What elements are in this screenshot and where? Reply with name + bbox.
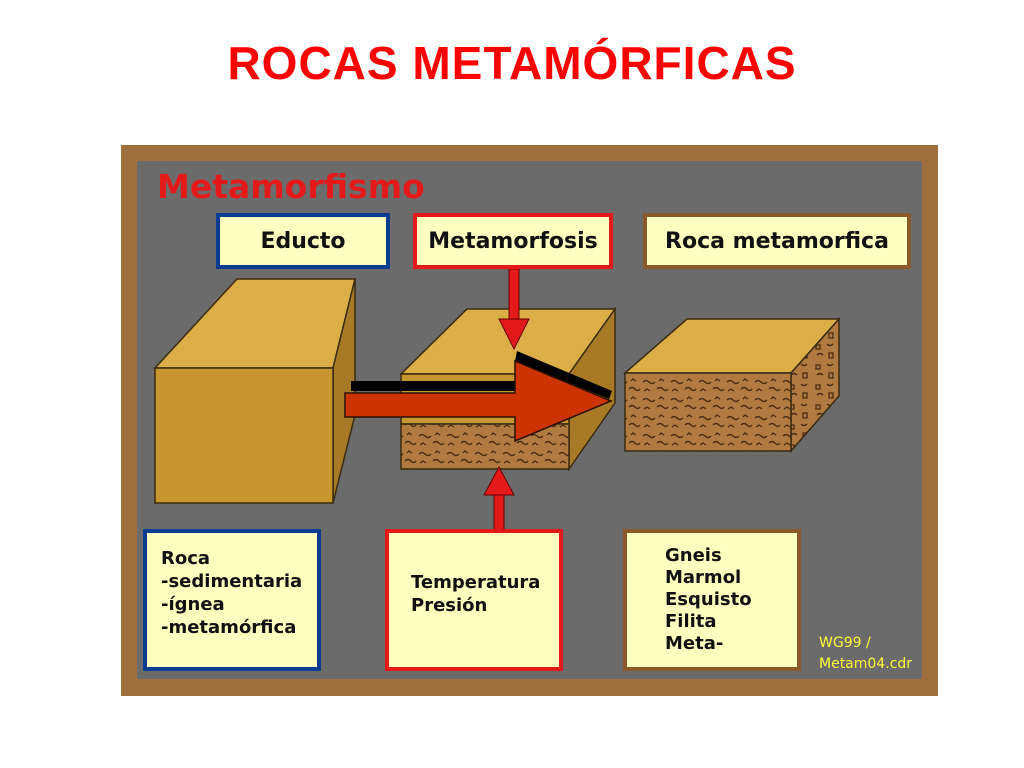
educto-type: -ígnea [161,594,225,615]
diagram-frame: Metamorfismo Educto Metamorfosis Roca me… [121,145,938,696]
credit-line: WG99 / [819,635,871,651]
down-arrow [498,268,530,351]
example-rock: Filita [665,611,717,632]
roca-metamorfica-label: Roca metamorfica [643,213,911,269]
roca-metamorfica-label-text: Roca metamorfica [665,228,889,254]
arrow-shadow [351,351,612,399]
diagram-title: Metamorfismo [157,167,425,206]
example-rock: Gneis [665,545,722,566]
educto-label-text: Educto [260,228,346,254]
example-rock: Esquisto [665,589,752,610]
diagram-panel: Metamorfismo Educto Metamorfosis Roca me… [137,161,922,679]
file-credit: WG99 / Metam04.cdr [819,633,912,675]
transformation-arrow [344,359,613,443]
metamorphism-illustration [153,268,841,532]
educto-type: -sedimentaria [161,571,303,592]
example-rock: Marmol [665,567,742,588]
example-rock: Meta- [665,633,724,654]
conditions-box: Temperatura Presión [385,529,563,671]
educto-type: -metamórfica [161,617,297,638]
up-arrow [483,465,515,532]
metamorphic-rock-block [622,317,841,453]
educto-type: Roca [161,548,211,569]
metamorfosis-label-text: Metamorfosis [428,228,598,254]
examples-box: Gneis Marmol Esquisto Filita Meta- [623,529,801,671]
educto-types-box: Roca -sedimentaria -ígnea -metamórfica [143,529,321,671]
slide-title: ROCAS METAMÓRFICAS [227,37,797,89]
educto-label: Educto [216,213,390,269]
credit-line: Metam04.cdr [819,656,913,672]
condition-item: Presión [411,595,488,616]
educto-block [153,278,356,504]
condition-item: Temperatura [411,572,541,593]
metamorfosis-label: Metamorfosis [413,213,613,269]
